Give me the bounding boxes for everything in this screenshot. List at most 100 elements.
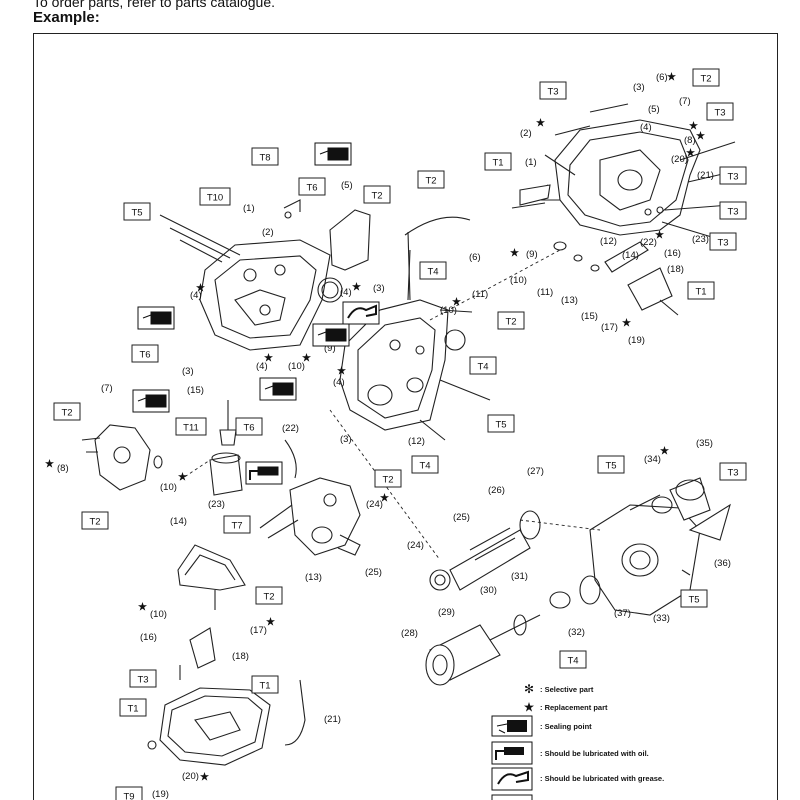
callout-number: (10) (510, 275, 527, 286)
torque-box-t7: T7 (223, 515, 251, 534)
callout-number: (7) (101, 383, 113, 394)
torque-box-frame (363, 185, 391, 204)
legend-sealing: : Sealing point (540, 722, 592, 731)
torque-box-t3: T3 (719, 166, 747, 185)
torque-box-label: T3 (727, 468, 738, 479)
callout-number: (4) (333, 377, 345, 388)
part-drawings (81, 103, 741, 766)
sealing-icon-c (312, 323, 350, 347)
torque-box-frame (131, 344, 159, 363)
callout-number: (6) (656, 72, 668, 83)
torque-box-frame (251, 147, 279, 166)
sealing-point-icon (491, 715, 533, 737)
torque-box-t10: T10 (199, 187, 231, 206)
torque-box-label: T2 (700, 74, 711, 85)
torque-box-frame (687, 281, 715, 300)
torque-box-label: T3 (714, 108, 725, 119)
torque-box-label: T2 (425, 176, 436, 187)
valve-housing-drawing (259, 477, 361, 556)
selective-part-symbol: ✻ (524, 682, 534, 696)
replacement-star-icon (510, 248, 519, 257)
oil-lubrication-icon (491, 741, 533, 765)
sealing-icon-b (137, 306, 175, 330)
torque-box-label: T5 (605, 461, 616, 472)
diagram-sealing-icons (132, 142, 380, 485)
torque-box-t6: T6 (235, 417, 263, 436)
torque-box-t3: T3 (709, 232, 737, 251)
callout-number: (13) (561, 295, 578, 306)
torque-box-label: T2 (263, 592, 274, 603)
torque-box-frame (559, 650, 587, 669)
callout-number: (10) (440, 305, 457, 316)
order-note: To order parts, refer to parts catalogue… (33, 0, 276, 10)
callout-number: (9) (324, 343, 336, 354)
torque-box-label: T7 (231, 521, 242, 532)
torque-box-t6: T6 (131, 344, 159, 363)
torque-box-label: T6 (139, 350, 150, 361)
torque-box-frame (411, 455, 439, 474)
replacement-star-icon (696, 131, 705, 140)
torque-box-label: T4 (477, 362, 488, 373)
torque-boxes: T3T2T3T1T3T3T3T8T6T2T10T5T2T4T1T6T2T4T11… (53, 68, 747, 800)
legend: ✻ : Selective part : Replacement part : … (491, 682, 664, 800)
torque-box-t2: T2 (692, 68, 720, 87)
torque-box-t2: T2 (363, 185, 391, 204)
torque-box-label: T6 (243, 423, 254, 434)
replacement-star-icon (667, 72, 676, 81)
replacement-part-star-icon (524, 702, 534, 712)
torque-box-frame (123, 202, 151, 221)
callout-number: (15) (187, 385, 204, 396)
torque-box-t2: T2 (255, 586, 283, 605)
callout-number: (19) (152, 789, 169, 800)
callout-number: (8) (684, 135, 696, 146)
callout-number: (17) (250, 625, 267, 636)
transfer-case-drawing (579, 477, 731, 616)
right-case-half-drawing (339, 216, 491, 441)
torque-box-t2: T2 (374, 469, 402, 488)
callout-number: (28) (401, 628, 418, 639)
replacement-star-icon (352, 282, 361, 291)
torque-box-label: T3 (727, 172, 738, 183)
sealing-icon-e (132, 389, 170, 413)
callout-number: (11) (537, 287, 553, 298)
left-case-half-drawing (159, 199, 371, 351)
torque-box-label: T11 (183, 423, 199, 434)
replacement-star-icon (200, 772, 209, 781)
example-label: Example: (33, 9, 100, 26)
callout-number: (22) (640, 237, 657, 248)
callout-number: (20) (182, 771, 199, 782)
torque-box-t1: T1 (119, 698, 147, 717)
torque-box-frame (484, 152, 512, 171)
torque-box-t3: T3 (719, 201, 747, 220)
torque-box-frame (719, 166, 747, 185)
torque-box-t5: T5 (123, 202, 151, 221)
callout-number: (16) (140, 632, 157, 643)
legend-replacement: : Replacement part (540, 703, 608, 712)
torque-box-t3: T3 (719, 462, 747, 481)
callout-number: (27) (527, 466, 544, 477)
torque-box-t2: T2 (417, 170, 445, 189)
callout-number: (29) (438, 607, 455, 618)
torque-box-label: T2 (505, 317, 516, 328)
torque-box-label: T1 (127, 704, 138, 715)
callout-number: (3) (340, 434, 352, 445)
torque-box-label: T3 (717, 238, 728, 249)
torque-box-t3: T3 (706, 102, 734, 121)
callout-number: (10) (160, 482, 177, 493)
callout-number: (5) (341, 180, 353, 191)
callout-number: (3) (633, 82, 645, 93)
callout-number: (3) (373, 283, 385, 294)
legend-selective: : Selective part (540, 685, 594, 694)
callout-numbers: (3)(6)(5)(7)(4)(8)(2)(1)(20)(21)(22)(23)… (57, 72, 731, 800)
callout-number: (1) (525, 157, 537, 168)
torque-box-frame (53, 402, 81, 421)
torque-box-frame (706, 102, 734, 121)
grease-icon-a (342, 301, 380, 325)
replacement-star-icon (266, 617, 275, 626)
callout-number: (7) (679, 96, 691, 107)
torque-box-label: T6 (306, 183, 317, 194)
diagram-frame (33, 33, 778, 800)
torque-box-label: T2 (89, 517, 100, 528)
torque-box-frame (199, 187, 231, 206)
callout-number: (9) (526, 249, 538, 260)
